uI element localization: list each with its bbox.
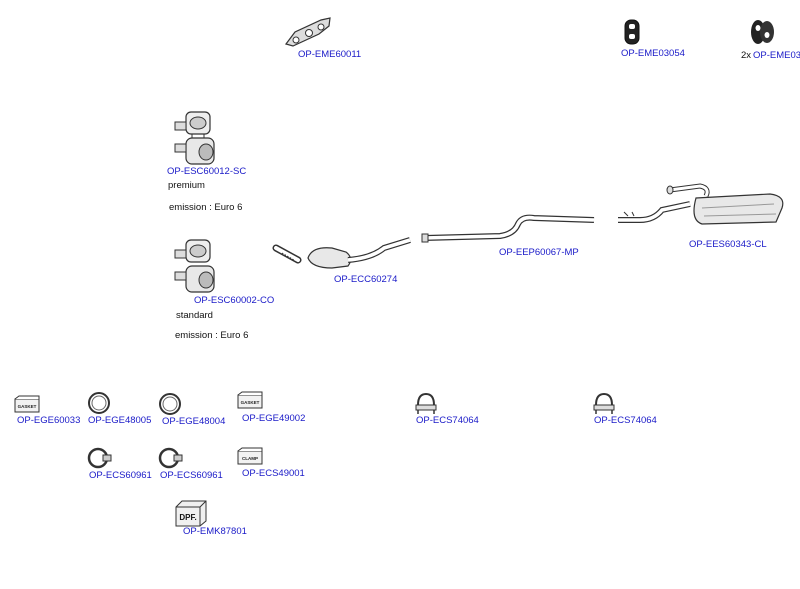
gasket-box-icon[interactable]: GASKET: [14, 395, 40, 413]
part-code-eep60067[interactable]: OP-EEP60067-MP: [499, 247, 579, 258]
band-clamp-icon[interactable]: [86, 446, 112, 470]
box-label-ege60033: GASKET: [18, 404, 37, 409]
double-rubber-mount-icon[interactable]: [749, 18, 775, 46]
part-code-eme03054[interactable]: OP-EME03054: [621, 48, 685, 59]
gasket-box-icon[interactable]: GASKET: [237, 391, 263, 409]
part-code-ege49002[interactable]: OP-EGE49002: [242, 413, 306, 424]
ring-gasket-icon[interactable]: [87, 391, 111, 415]
box-label-ege49002: GASKET: [241, 400, 260, 405]
rubber-mount-icon[interactable]: [623, 18, 641, 46]
ring-gasket-icon[interactable]: [158, 392, 182, 416]
dpf-front-pipe-icon[interactable]: [272, 234, 414, 274]
part-code-ecs74064-b[interactable]: OP-ECS74064: [594, 415, 657, 426]
part-code-ecs49001[interactable]: OP-ECS49001: [242, 468, 305, 479]
catalytic-converter-premium-icon[interactable]: [172, 108, 222, 168]
part-code-esc60002[interactable]: OP-ESC60002-CO: [194, 295, 275, 306]
part-code-eme03[interactable]: OP-EME03: [753, 50, 800, 61]
catalytic-converter-standard-icon[interactable]: [172, 236, 222, 296]
emission-standard: emission : Euro 6: [175, 330, 249, 341]
band-clamp-icon[interactable]: [157, 446, 183, 470]
emission-premium: emission : Euro 6: [169, 202, 243, 213]
box-label-ecs49001: CLAMP: [242, 456, 258, 461]
flange-gasket-icon[interactable]: [283, 14, 333, 48]
u-clamp-icon[interactable]: [414, 391, 438, 415]
part-code-ecc60274[interactable]: OP-ECC60274: [334, 274, 398, 285]
part-code-ees60343[interactable]: OP-EES60343-CL: [689, 239, 767, 250]
part-code-ecs60961-a[interactable]: OP-ECS60961: [89, 470, 152, 481]
middle-pipe-icon[interactable]: [420, 210, 598, 244]
part-code-ecs60961-b[interactable]: OP-ECS60961: [160, 470, 223, 481]
part-code-emk87801[interactable]: OP-EMK87801: [183, 526, 247, 537]
clamp-box-icon[interactable]: CLAMP: [237, 447, 263, 465]
part-code-eme60011[interactable]: OP-EME60011: [298, 49, 362, 60]
u-clamp-icon[interactable]: [592, 391, 616, 415]
part-code-ege48004[interactable]: OP-EGE48004: [162, 416, 226, 427]
quantity-label: 2x: [741, 50, 752, 61]
rear-silencer-icon[interactable]: [610, 182, 800, 238]
part-code-ege60033[interactable]: OP-EGE60033: [17, 415, 81, 426]
grade-premium: premium: [168, 180, 205, 191]
part-code-esc60012[interactable]: OP-ESC60012-SC: [167, 166, 247, 177]
box-label-emk87801: DPF.: [179, 513, 196, 522]
part-code-ecs74064-a[interactable]: OP-ECS74064: [416, 415, 479, 426]
grade-standard: standard: [176, 310, 213, 321]
dpf-kit-box-icon[interactable]: DPF.: [174, 499, 208, 527]
part-code-ege48005[interactable]: OP-EGE48005: [88, 415, 152, 426]
